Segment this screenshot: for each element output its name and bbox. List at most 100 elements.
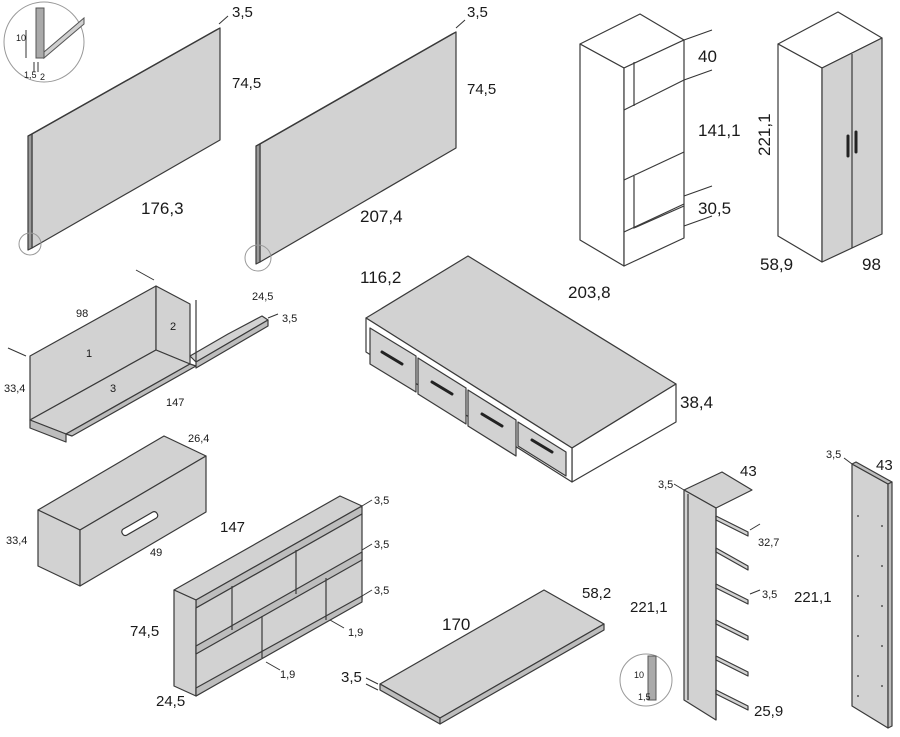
headboard-panel-207: 3,5 74,5 207,4	[244, 4, 496, 272]
shelf-edge	[29, 419, 67, 443]
dim-tick	[365, 683, 379, 691]
dim-tick	[673, 483, 685, 491]
detail-side-label: 1,5	[24, 70, 37, 80]
joint-detail-top: 10 1,5 2	[3, 1, 85, 83]
shelf-gap-label: 32,7	[758, 537, 779, 549]
thickness-label: 3,5	[826, 449, 841, 461]
dim-tick	[329, 619, 345, 629]
drawer-handle	[430, 380, 454, 396]
small-depth-label: 24,5	[252, 291, 273, 303]
height-label: 38,4	[680, 393, 713, 412]
middle-shelf	[195, 551, 363, 655]
height-label: 221,1	[794, 589, 832, 606]
shelf-1	[715, 515, 749, 537]
wardrobe-side	[777, 43, 823, 263]
column-side	[579, 43, 625, 267]
dim-tick	[135, 269, 155, 281]
detail-panel-face	[43, 16, 85, 60]
left-end	[173, 589, 197, 697]
detail-panel-edge	[35, 7, 45, 59]
shelf-4	[715, 619, 749, 641]
width-label: 176,3	[141, 199, 184, 218]
part-3-label: 3	[110, 383, 116, 395]
width-label: 49	[150, 547, 162, 559]
dim-tick	[843, 457, 853, 465]
dim-tick	[361, 499, 373, 507]
panel-top-edge	[27, 27, 221, 137]
thickness-tick	[455, 19, 466, 29]
inner-label-2: 1,9	[280, 669, 295, 681]
height-label: 74,5	[232, 75, 261, 92]
dim-tick	[361, 543, 373, 551]
thickness-label-1: 3,5	[374, 495, 389, 507]
thickness-label-3: 3,5	[374, 585, 389, 597]
shelf-5	[715, 655, 749, 677]
wardrobe-unit: 221,1 58,9 98	[755, 11, 883, 274]
thickness-label: 3,5	[232, 4, 253, 21]
low-bookcase-unit: 147 3,5 3,5 3,5 74,5 1,9 1,9 24,5	[130, 495, 389, 710]
shelf-3	[715, 583, 749, 605]
detail-side-label: 1,5	[638, 692, 651, 702]
depth-label: 25,9	[754, 703, 783, 720]
thickness-label: 3,5	[341, 669, 362, 686]
drawer-2[interactable]	[417, 357, 467, 425]
open-column-unit: 40 141,1 30,5	[579, 13, 741, 267]
thickness-label: 3,5	[467, 4, 488, 21]
depth-label: 58,2	[582, 585, 611, 602]
drawer-4[interactable]	[517, 421, 567, 477]
dim-tick	[683, 29, 713, 41]
shelf-line	[623, 151, 685, 181]
shelf-line	[623, 79, 685, 111]
shelf-2	[715, 547, 749, 571]
drawer-handle	[380, 350, 404, 366]
thickness-label-2: 3,5	[374, 539, 389, 551]
tall-shelf-unit: 3,5 43 32,7 3,5 221,1 25,9 10 1,5	[619, 463, 783, 721]
detail-gap-label: 2	[40, 72, 45, 82]
panel-face	[259, 31, 457, 263]
depth-label: 116,2	[360, 268, 401, 287]
height-label: 33,4	[4, 383, 25, 395]
extension-shelf	[189, 315, 269, 363]
desk-top-panel: 170 58,2 3,5	[341, 585, 611, 725]
drawer-handle	[530, 438, 554, 454]
dim-tick	[749, 523, 761, 531]
width-label: 98	[862, 255, 881, 274]
inner-label-1: 1,9	[348, 627, 363, 639]
dim-tick	[265, 661, 281, 671]
desk-edge	[439, 623, 605, 725]
height-label: 74,5	[130, 623, 159, 640]
drawer-3[interactable]	[467, 389, 517, 457]
width-label: 147	[166, 397, 184, 409]
depth-label: 58,9	[760, 255, 793, 274]
thickness-label: 3,5	[658, 479, 673, 491]
panel-edge	[887, 481, 893, 729]
width-label: 207,4	[360, 207, 403, 226]
detail-depth-label: 10	[16, 33, 26, 43]
hole-row	[857, 515, 883, 697]
bottom-label: 30,5	[698, 199, 731, 218]
detail-depth-label: 10	[634, 670, 644, 680]
dim-tick	[7, 347, 27, 357]
shelf-line	[623, 203, 685, 233]
detail-marker	[18, 232, 42, 256]
thickness-tick	[218, 15, 229, 25]
dim-tick	[361, 589, 373, 597]
shelf-thickness-label: 3,5	[762, 589, 777, 601]
inner-line	[633, 176, 685, 229]
width-label: 43	[740, 463, 757, 480]
side-panel	[683, 489, 717, 721]
depth-label: 98	[76, 308, 88, 320]
panel-face	[31, 27, 221, 249]
corner-shelf-unit: 98 24,5 3,5 33,4 147 1 2 3	[4, 269, 297, 443]
depth-label: 24,5	[156, 693, 185, 710]
drawer-1[interactable]	[369, 327, 417, 393]
part-1-label: 1	[86, 348, 92, 360]
detail-circle	[3, 1, 85, 83]
detail-circle	[619, 653, 673, 707]
height-label: 221,1	[630, 599, 668, 616]
depth-label: 26,4	[188, 433, 209, 445]
panel-edge	[255, 143, 261, 265]
width-label: 147	[220, 519, 245, 536]
detail-panel	[647, 655, 657, 701]
